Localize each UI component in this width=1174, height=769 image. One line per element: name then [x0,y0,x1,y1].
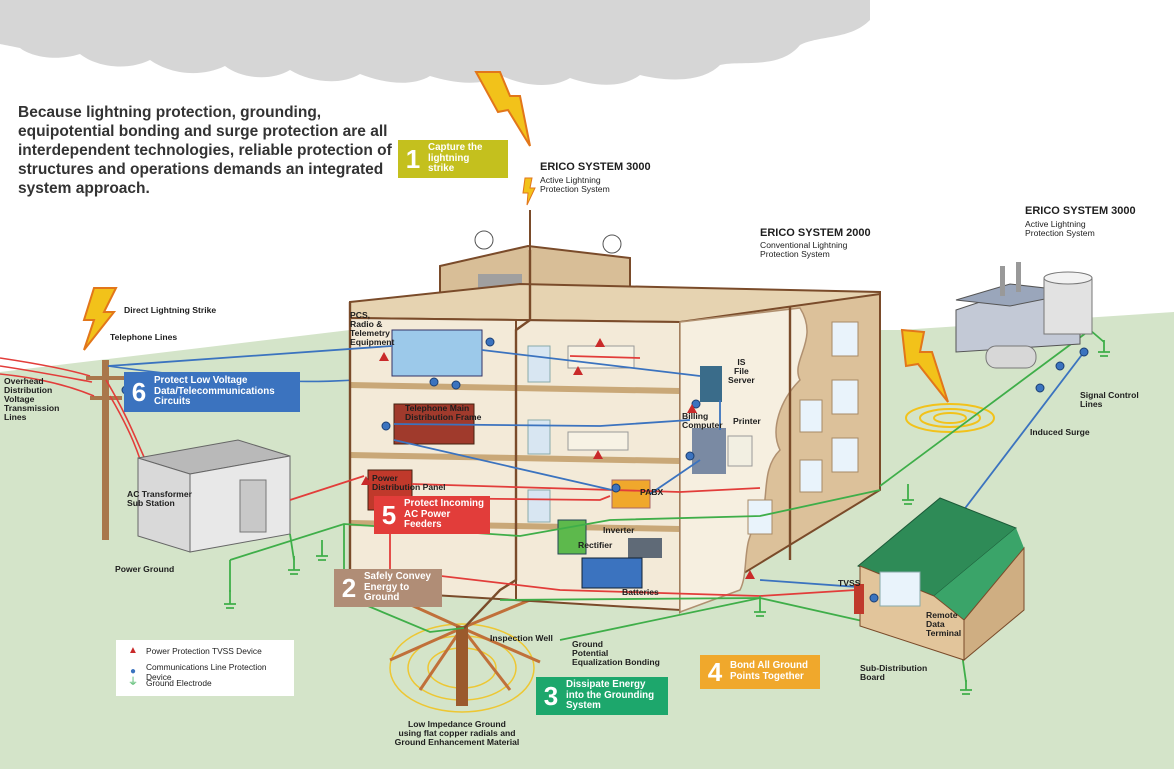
label-rectifier: Rectifier [578,540,613,550]
step-5-callout: 5 Protect Incoming AC Power Feeders [374,496,490,534]
legend-row-ground: ⏚ Ground Electrode [126,677,212,689]
induced-surge-rings [905,403,995,433]
lightning-bolt-top [474,71,531,147]
step-6-text: Protect Low Voltage Data/Telecommunicati… [154,375,275,408]
label-tvss: TVSS [838,578,861,588]
step-6-number: 6 [131,376,147,407]
label-overhead-lines: Overhead Distribution Voltage Transmissi… [4,376,60,423]
step-1-callout: 1 Capture the lightning strike [398,140,508,178]
comm-protection-devices [121,337,1089,603]
label-power-ground: Power Ground [115,564,175,574]
label-telephone-main: Telephone Main Distribution Frame [405,403,482,423]
system-3000-subtitle-right: Active Lightning Protection System [1025,219,1095,239]
label-inverter: Inverter [603,525,635,535]
legend-label-ground: Ground Electrode [146,678,212,688]
remote-house [854,497,1025,662]
system-3000-subtitle-top: Active Lightning Protection System [540,175,610,195]
intro-text: Because lightning protection, grounding,… [18,104,392,197]
step-4-number: 4 [707,656,723,687]
system-2000-subtitle: Conventional Lightning Protection System [760,240,848,260]
step-3-text: Dissipate Energy into the Grounding Syst… [566,679,655,712]
label-induced-surge: Induced Surge [1030,427,1090,437]
label-remote-data: Remote Data Terminal [926,610,962,639]
lightning-air-terminal-spark [522,177,536,206]
step-6-callout: 6 Protect Low Voltage Data/Telecommunica… [124,372,300,412]
label-pcs-radio: PCS, Radio & Telemetry Equipment [350,310,395,348]
label-is-file-server: IS File Server [728,357,755,386]
step-2-text: Safely Convey Energy to Ground [364,571,431,604]
label-ac-transformer: AC Transformer Sub Station [127,489,192,509]
system-3000-title-right: ERICO SYSTEM 3000 [1025,205,1136,217]
legend-label-tvss: Power Protection TVSS Device [146,646,262,656]
step-2-callout: 2 Safely Convey Energy to Ground [334,569,442,607]
industrial-plant [955,262,1093,369]
utility-pole [86,360,126,540]
transformer-substation [137,439,291,553]
step-4-callout: 4 Bond All Ground Points Together [700,655,820,689]
down-conductors [348,250,792,629]
label-low-impedance: Low Impedance Ground using flat copper r… [394,719,520,748]
legend: ▲ Power Protection TVSS Device ● Communi… [116,640,294,696]
step-5-number: 5 [381,499,397,530]
label-pabx: PABX [640,487,664,497]
label-inspection-well: Inspection Well [490,633,553,643]
lightning-bolt-left [82,287,118,351]
storm-clouds [0,0,870,86]
legend-row-comm: ● Communications Line Protection Device [126,662,294,682]
ground-electrodes [224,340,1110,695]
label-printer: Printer [733,416,761,426]
label-sub-distribution: Sub-Distribution Board [860,663,928,683]
system-3000-title-top: ERICO SYSTEM 3000 [540,161,651,173]
legend-label-comm: Communications Line Protection Device [145,662,267,682]
label-telephone-lines: Telephone Lines [110,332,178,342]
label-ground-potential: Ground Potential Equalization Bonding [572,639,660,668]
system-2000-title: ERICO SYSTEM 2000 [760,227,871,239]
ground-electrode-icon: ⏚ [128,677,138,688]
lightning-bolt-right [900,328,949,403]
label-power-panel: Power Distribution Panel [372,473,446,493]
power-protection-tvss-icon: ▲ [128,645,138,656]
label-direct-strike: Direct Lightning Strike [124,305,217,315]
step-1-text: Capture the lightning strike [428,142,483,175]
telemetry-equipment [391,329,483,377]
label-signal-control: Signal Control Lines [1080,390,1139,410]
communications-protection-icon: ● [129,666,136,677]
step-5-text: Protect Incoming AC Power Feeders [404,498,485,531]
legend-row-tvss: ▲ Power Protection TVSS Device [126,645,262,657]
step-3-callout: 3 Dissipate Energy into the Grounding Sy… [536,677,668,715]
step-3-number: 3 [543,680,559,711]
step-2-number: 2 [341,572,357,603]
step-1-number: 1 [405,143,421,174]
step-4-text: Bond All Ground Points Together [730,660,808,682]
label-batteries: Batteries [622,587,659,597]
tvss-devices [361,338,755,579]
label-billing-computer: Billing Computer [682,411,723,431]
